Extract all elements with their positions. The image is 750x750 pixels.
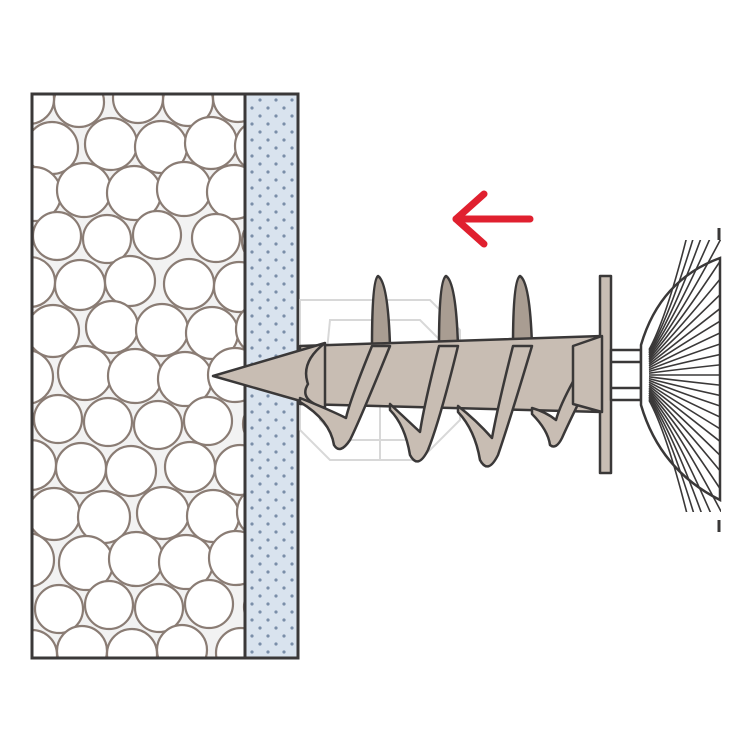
bead: [32, 393, 84, 445]
bead: [131, 209, 183, 261]
bit-flute: [648, 353, 721, 373]
bead: [82, 396, 134, 448]
screwdriver-bit-holder: [639, 228, 722, 532]
bit-flute: [648, 240, 694, 353]
bead: [134, 302, 190, 358]
arrow-left-icon: [452, 190, 534, 248]
bead: [182, 395, 234, 447]
bit-flute: [648, 383, 721, 431]
bit-flute: [648, 396, 702, 512]
bit-flute: [648, 385, 721, 444]
bit-flute: [648, 319, 721, 367]
bit-flute: [648, 387, 721, 458]
bit-flute: [648, 377, 721, 397]
bead: [32, 303, 81, 359]
bead: [214, 626, 245, 658]
bead: [32, 210, 83, 262]
bead: [32, 349, 55, 405]
bit-flute: [648, 240, 721, 358]
bit-flute: [648, 276, 721, 362]
bead: [81, 213, 133, 265]
bead: [183, 578, 235, 630]
bead: [135, 485, 191, 541]
bit-flute: [648, 331, 721, 369]
anchor-thread-back: [370, 274, 534, 348]
bit-flute: [648, 258, 721, 360]
bit-flute: [648, 392, 721, 512]
bead: [107, 530, 165, 588]
bit-flute: [648, 379, 721, 408]
bit-flute: [648, 306, 721, 365]
bead: [55, 624, 109, 658]
bead: [52, 94, 106, 129]
bit-flute: [648, 399, 688, 512]
bead: [235, 491, 245, 533]
bead: [53, 258, 107, 312]
bead: [84, 299, 140, 355]
bit-flute: [648, 240, 711, 356]
bead: [211, 94, 245, 124]
bead: [83, 116, 139, 172]
bit-flute: [648, 292, 721, 363]
bead: [103, 254, 157, 308]
bead: [213, 443, 245, 497]
bead: [163, 440, 217, 494]
bead: [55, 161, 113, 219]
bit-flute: [648, 381, 721, 419]
bead: [106, 347, 164, 405]
bead: [162, 257, 216, 311]
bead: [155, 623, 209, 658]
bead: [155, 160, 213, 218]
bit-flute: [648, 376, 721, 387]
bead: [105, 627, 159, 658]
bead: [205, 163, 245, 221]
bit-flute: [648, 397, 695, 512]
bead: [234, 307, 245, 351]
bit-flute: [648, 240, 687, 351]
bead: [233, 124, 245, 168]
bead: [32, 255, 57, 309]
bead: [207, 529, 245, 587]
bit-flute: [648, 394, 712, 512]
insulation-anchor: [211, 274, 643, 475]
bead: [111, 94, 165, 125]
bit-flute: [648, 388, 721, 474]
bead: [33, 583, 85, 635]
bead: [104, 444, 158, 498]
bit-flute: [648, 240, 702, 354]
bead: [132, 399, 184, 451]
bead: [54, 441, 108, 495]
screwdriver-bit-shaft: [609, 348, 643, 402]
bead: [133, 582, 185, 634]
polystyrene-beads: [32, 94, 245, 658]
bit-flute: [648, 390, 721, 492]
bead: [190, 212, 242, 264]
bead: [32, 532, 56, 588]
insulation-board: [32, 94, 245, 658]
bit-flute: [648, 363, 721, 374]
bead: [56, 344, 114, 402]
bead: [32, 94, 56, 125]
bead: [183, 115, 239, 171]
bead: [212, 260, 245, 314]
bead: [32, 486, 82, 542]
bit-flute: [648, 342, 721, 371]
anchor-tip: [211, 341, 327, 410]
bead: [83, 579, 135, 631]
